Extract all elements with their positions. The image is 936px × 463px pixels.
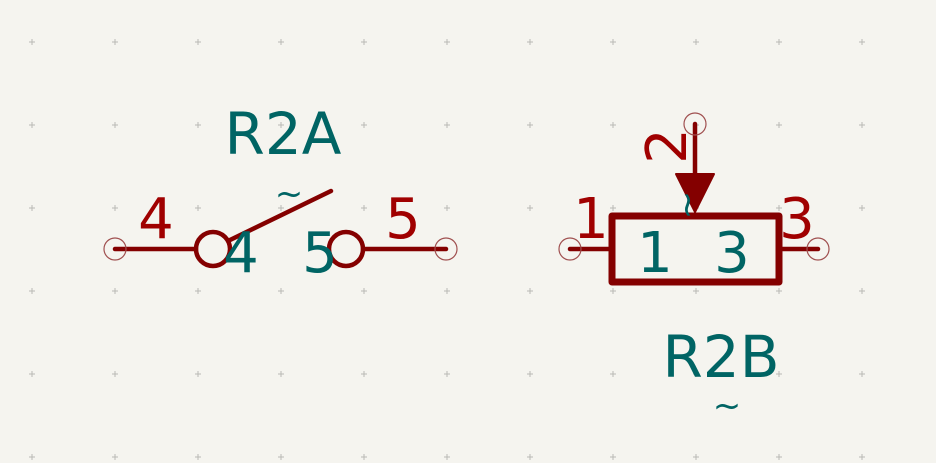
grid-marker [527,288,533,294]
grid-marker [112,288,118,294]
grid-marker [610,371,616,377]
grid-marker [776,454,782,460]
grid-marker [444,205,450,211]
grid-marker [278,39,284,45]
grid-marker [610,122,616,128]
grid-marker [361,371,367,377]
pin-endpoint-5[interactable] [434,237,458,261]
reference-r2b[interactable]: R2B [663,323,780,391]
grid-marker [112,122,118,128]
pin-number-3: 3 [779,187,815,252]
grid-marker [776,205,782,211]
grid-marker [776,288,782,294]
grid-marker [195,288,201,294]
grid-marker [776,39,782,45]
grid-marker [444,39,450,45]
grid-marker [527,39,533,45]
grid-marker [859,205,865,211]
pin-name-3: 3 [714,221,750,286]
grid-marker [29,122,35,128]
grid-marker [195,205,201,211]
grid-marker [610,205,616,211]
value-r2b[interactable]: ~ [713,386,742,426]
grid-marker [112,454,118,460]
grid-marker [29,288,35,294]
grid-marker [29,454,35,460]
grid-marker [195,39,201,45]
grid-marker [776,122,782,128]
grid-marker [361,39,367,45]
grid-marker [361,454,367,460]
grid-marker [29,39,35,45]
grid-marker [527,371,533,377]
grid-marker [693,288,699,294]
grid-marker [859,39,865,45]
grid-marker [859,122,865,128]
grid-marker [444,288,450,294]
pin-endpoint-1[interactable] [558,237,582,261]
grid-marker [278,288,284,294]
grid-marker [527,122,533,128]
potentiometer-symbol-r2b[interactable]: 1 1 2 ~ 3 3 R2B ~ [558,112,830,426]
grid-marker [29,205,35,211]
grid-marker [610,288,616,294]
pin-endpoint-3[interactable] [806,237,830,261]
grid-marker [361,288,367,294]
pin-endpoint-4[interactable] [103,237,127,261]
arrow-down-icon [675,173,715,213]
grid-marker [361,122,367,128]
grid-marker [527,205,533,211]
pin-name-4: 4 [223,221,259,286]
grid-marker [610,454,616,460]
grid-marker [693,454,699,460]
spst-switch-icon [112,188,449,269]
potentiometer-icon [567,121,821,286]
grid-marker [610,39,616,45]
pin-number-5: 5 [385,187,421,252]
grid-marker [195,454,201,460]
grid-marker [859,371,865,377]
pin-name-1: 1 [637,221,673,286]
grid-marker [278,205,284,211]
pin-number-1: 1 [573,187,609,252]
grid-marker [527,454,533,460]
pin-endpoint-2[interactable] [683,112,707,136]
grid-marker [278,122,284,128]
grid-marker [278,371,284,377]
grid-marker [859,288,865,294]
grid-marker [444,122,450,128]
grid-marker [693,39,699,45]
reference-r2a[interactable]: R2A [225,100,342,168]
grid-marker [195,122,201,128]
grid-marker [195,371,201,377]
pin-number-4: 4 [138,187,174,252]
grid-marker [112,39,118,45]
pin-name-2: ~ [667,191,707,220]
grid-marker [361,205,367,211]
switch-lever [227,188,334,243]
pin-name-5: 5 [302,221,338,286]
grid-marker [112,371,118,377]
switch-contact-left [193,229,233,269]
pin-number-2: 2 [635,128,700,164]
grid-marker [112,205,118,211]
grid [29,39,865,460]
value-r2a[interactable]: ~ [275,174,304,214]
grid-marker [693,371,699,377]
grid-marker [278,454,284,460]
grid-marker [859,454,865,460]
grid-marker [29,371,35,377]
grid-marker [444,454,450,460]
switch-symbol-r2a[interactable]: R2A ~ 4 4 5 5 [103,100,458,286]
grid-marker [444,371,450,377]
grid-marker [776,371,782,377]
